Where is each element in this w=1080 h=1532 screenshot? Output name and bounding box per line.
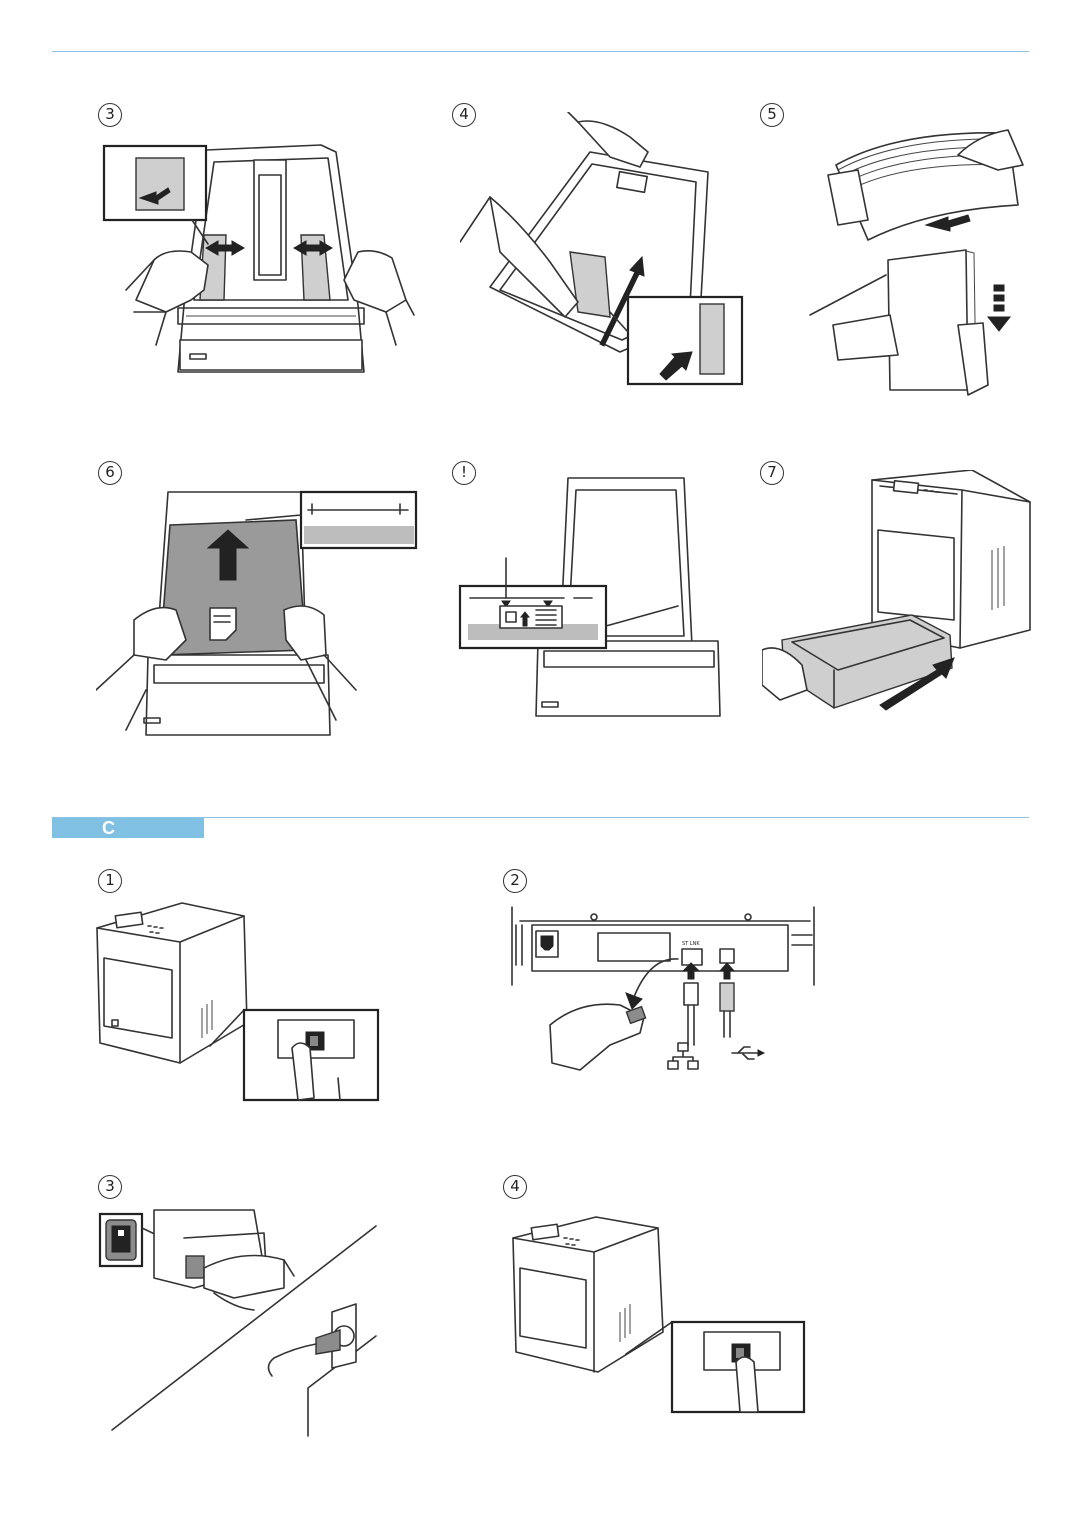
illustration-paper-level-limit <box>456 476 721 721</box>
section-c-rule <box>52 817 1029 818</box>
illustration-printer-power-on <box>508 1212 813 1417</box>
illustration-printer-power-off <box>92 898 387 1103</box>
network-icon <box>667 1042 699 1070</box>
step-number-2-c: 2 <box>503 869 527 893</box>
illustration-fan-paper <box>808 125 1038 400</box>
step-number-3-c: 3 <box>98 1175 122 1199</box>
top-rule <box>52 51 1029 52</box>
illustration-connect-cables: ST LNK <box>510 905 820 1085</box>
section-c-label: C <box>52 818 204 838</box>
step-number-4-top: 4 <box>452 103 476 127</box>
illustration-load-paper <box>96 490 421 740</box>
illustration-adjust-length-guide <box>460 112 750 387</box>
step-number-3-top: 3 <box>98 103 122 127</box>
step-number-7-top: 7 <box>760 461 784 485</box>
ethernet-port-label: ST LNK <box>682 941 700 947</box>
step-number-5-top: 5 <box>760 103 784 127</box>
power-plug-icon <box>105 1219 137 1261</box>
step-number-6-top: 6 <box>98 461 122 485</box>
illustration-adjust-width-guides <box>96 140 416 390</box>
step-number-1-c: 1 <box>98 869 122 893</box>
illustration-insert-cassette <box>762 470 1042 720</box>
step-caution-mark: ! <box>452 461 476 485</box>
illustration-connect-power-cord <box>94 1208 384 1438</box>
usb-icon <box>731 1046 766 1060</box>
step-number-4-c: 4 <box>503 1175 527 1199</box>
